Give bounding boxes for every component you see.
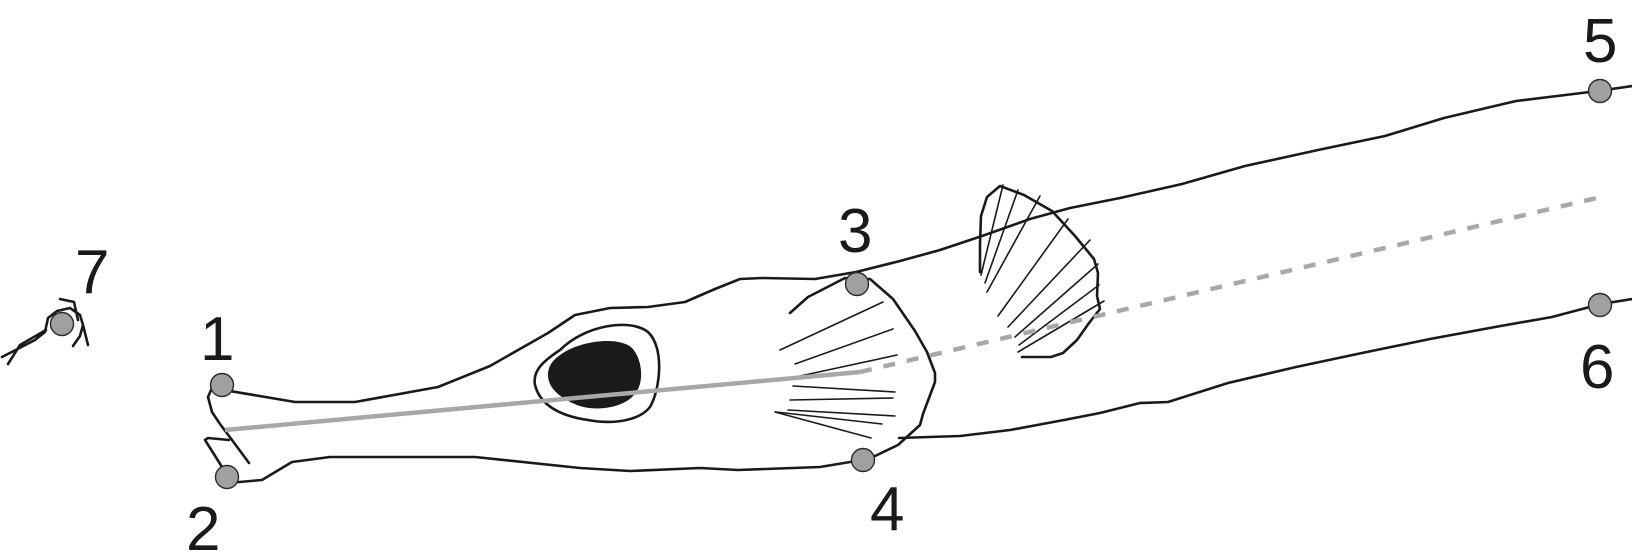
lower-body-outline	[899, 299, 1632, 438]
ventral-outline	[228, 457, 862, 483]
landmark-6-point[interactable]	[1589, 294, 1612, 317]
landmark-7-label: 7	[75, 238, 109, 307]
landmark-1-point[interactable]	[211, 374, 234, 397]
juvenile-sketch	[2, 299, 88, 364]
dorsal-outline	[212, 86, 1632, 402]
landmark-5-label: 5	[1583, 7, 1617, 76]
landmark-6-label: 6	[1580, 333, 1614, 402]
landmark-4-point[interactable]	[852, 449, 875, 472]
landmark-4-label: 4	[870, 475, 904, 544]
operculum-rays	[775, 302, 897, 438]
landmark-3-label: 3	[838, 197, 872, 266]
landmark-1-label: 1	[200, 305, 234, 374]
landmark-7-point[interactable]	[51, 313, 74, 336]
landmark-2-point[interactable]	[216, 466, 239, 489]
body-axis-dashed	[860, 196, 1605, 372]
snout-tip-outline	[208, 388, 249, 463]
landmark-5-point[interactable]	[1589, 80, 1612, 103]
landmark-3-point[interactable]	[846, 273, 869, 296]
landmark-2-label: 2	[186, 495, 220, 553]
operculum-outline	[790, 278, 935, 460]
